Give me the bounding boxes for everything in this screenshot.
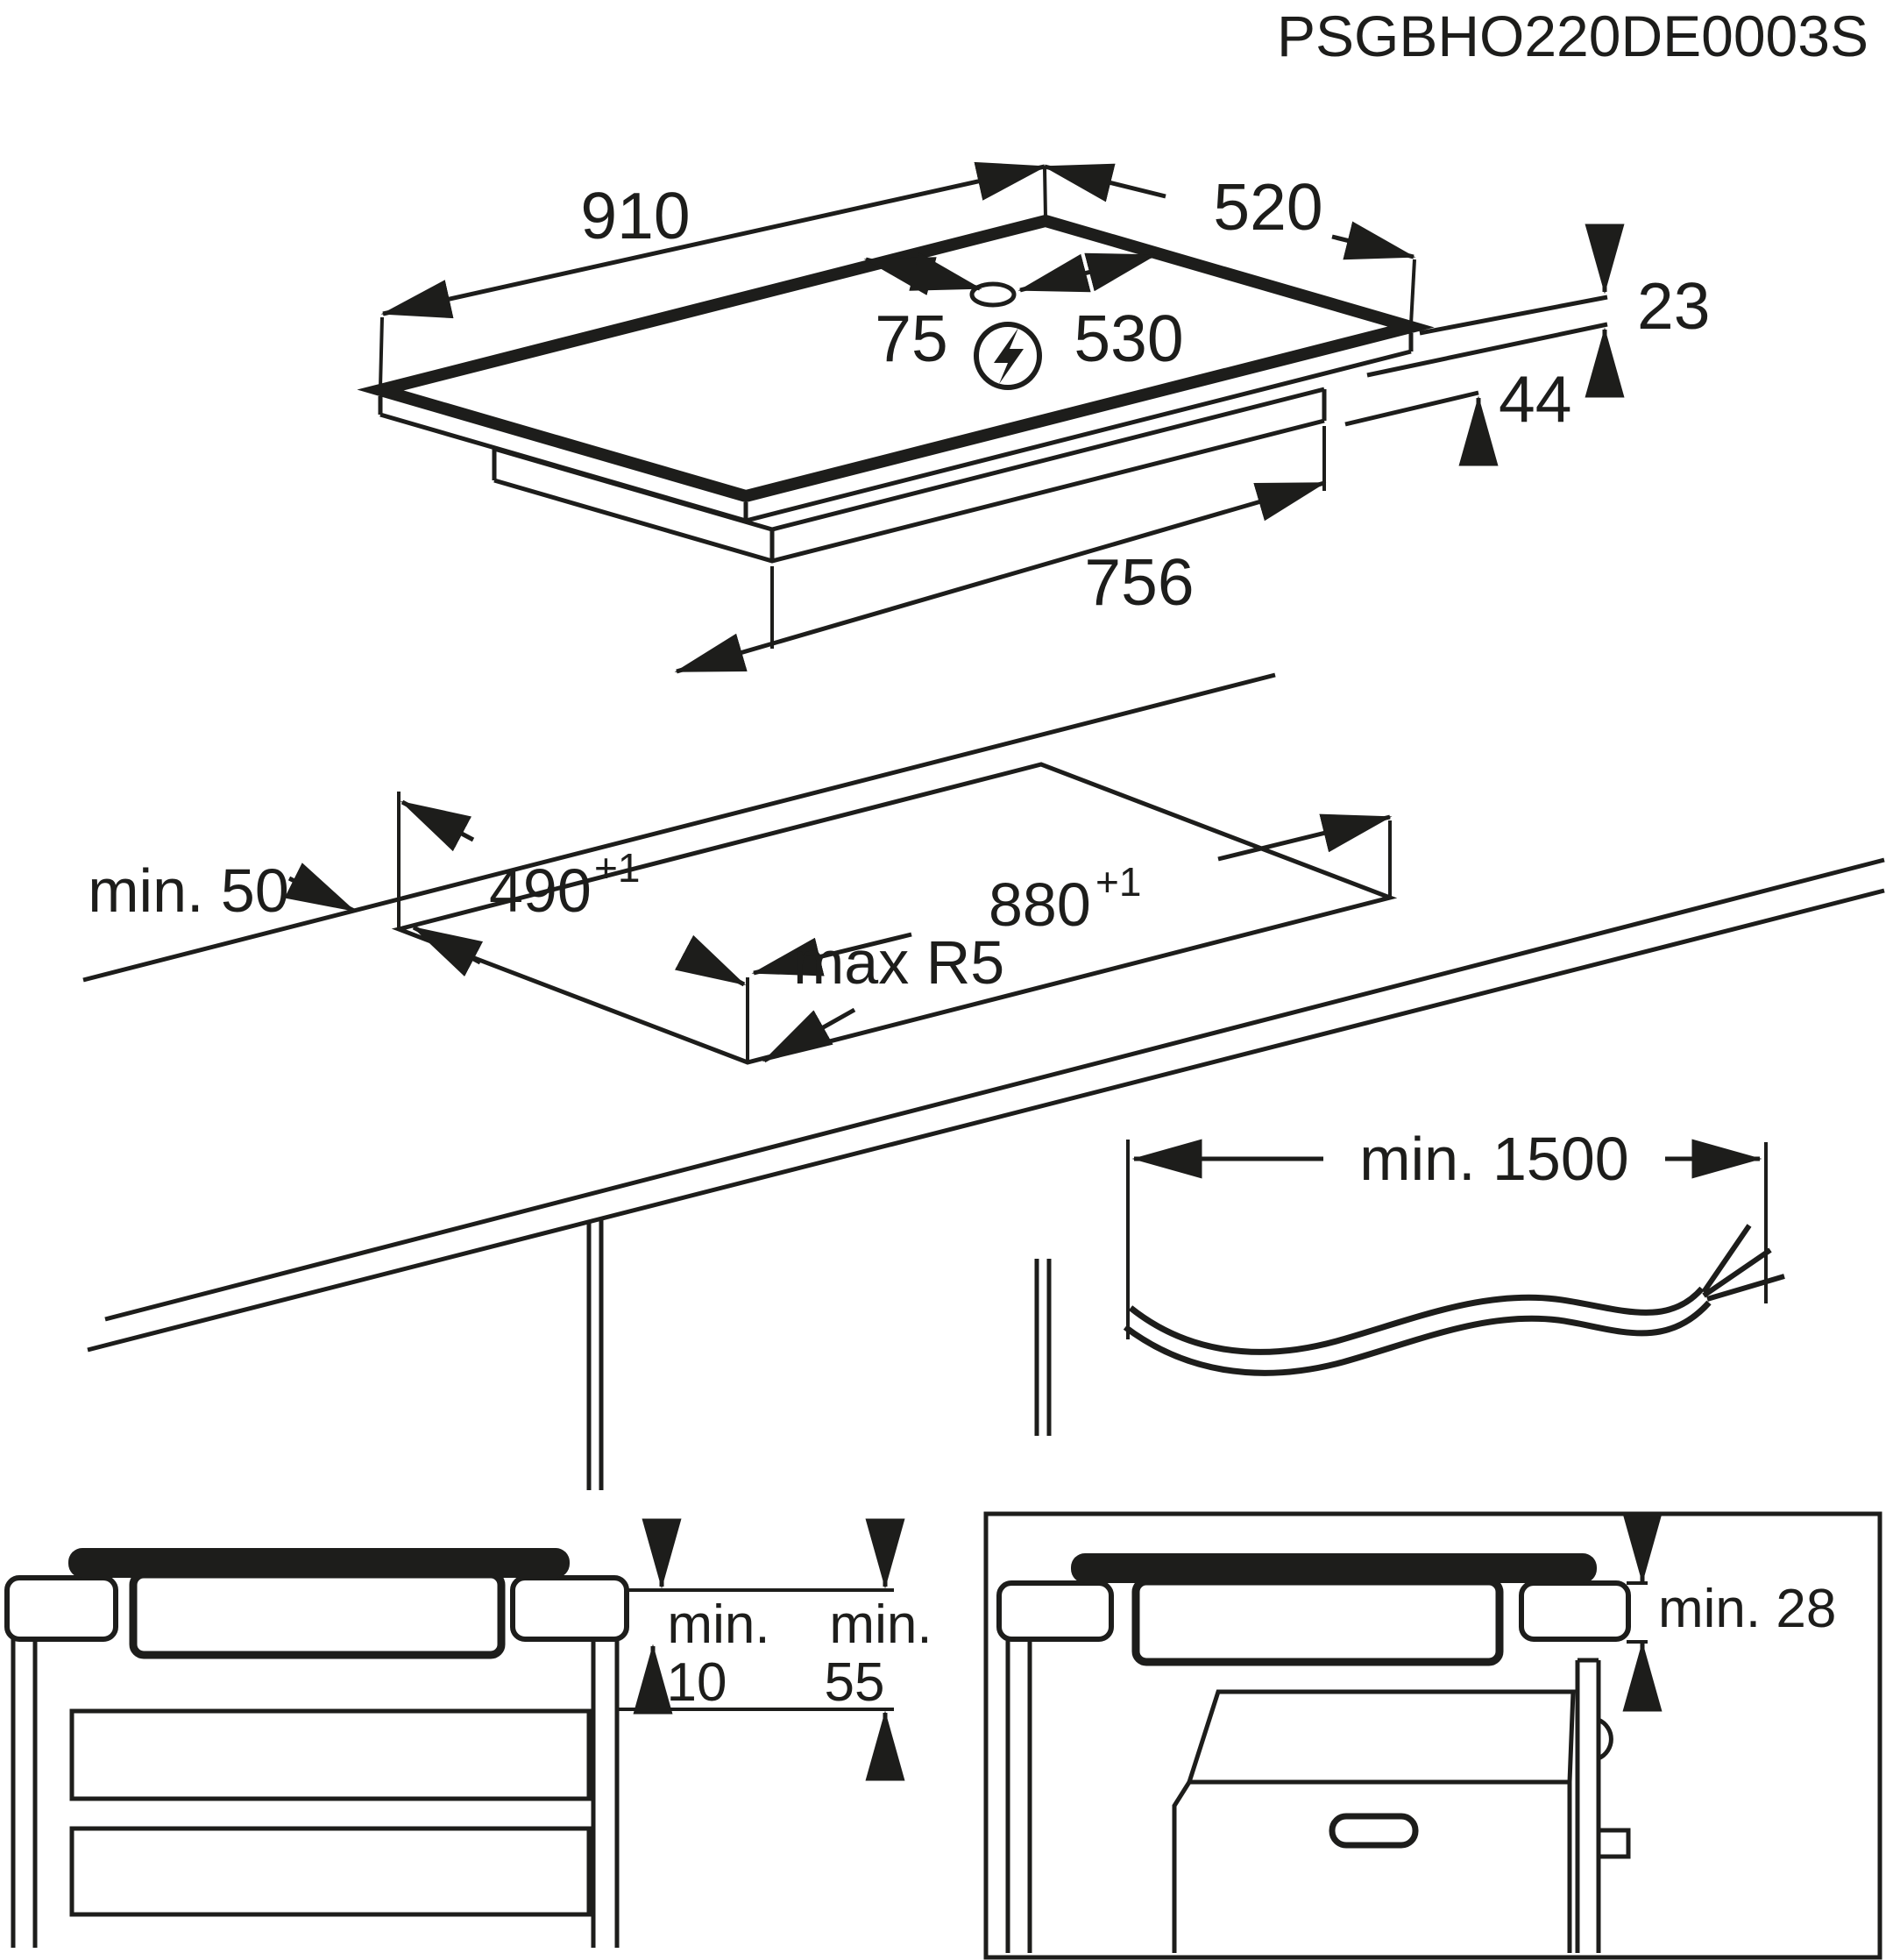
- hob-glass-section-oven: [1071, 1553, 1597, 1583]
- dim-23-label: 23: [1637, 269, 1710, 343]
- oven-top-face: [1186, 1689, 1576, 1785]
- cutout-opening: [391, 762, 1398, 1065]
- view-frame: [983, 1511, 1882, 1960]
- dim-880-line-b: [1217, 813, 1393, 862]
- worktop-front-bottom-edge: [87, 888, 1885, 1353]
- dim-490-line-b: [674, 934, 747, 987]
- cable-dim-extension-lines: [1126, 1140, 1768, 1339]
- dim-910-line: [380, 161, 1047, 319]
- dim-55-min-label: min.: [829, 1594, 932, 1655]
- cable-top-contour: [1128, 1286, 1705, 1355]
- panel-knob: [1596, 1828, 1631, 1859]
- dim-520-extension-line: [1409, 259, 1416, 325]
- dim-880-label: 880: [989, 870, 1091, 939]
- oven-front-face: [1172, 1780, 1572, 1953]
- worktop-section-right-oven: [1519, 1580, 1631, 1642]
- dim-55-label: 55: [825, 1652, 885, 1713]
- cabinet-side-walls: [11, 1639, 620, 1948]
- hob-glass-section: [68, 1548, 570, 1578]
- casing-bottom-reference-line: [1344, 390, 1479, 427]
- electrical-connection-icon: [974, 322, 1042, 390]
- dim-490-extension-lines: [397, 792, 749, 1061]
- hob-casing-section-oven: [1131, 1577, 1504, 1666]
- dim-min50-label: min. 50: [88, 856, 289, 925]
- drawing-title: PSGBHO220DE0003S: [1277, 4, 1868, 68]
- dim-44-label: 44: [1499, 362, 1571, 436]
- worktop-back-leg: [1034, 1259, 1052, 1436]
- dim-520-label: 520: [1213, 170, 1322, 244]
- dim-910-label: 910: [580, 179, 690, 252]
- corner-radius-label: max R5: [793, 928, 1004, 997]
- dim-28-label: min. 28: [1658, 1579, 1836, 1639]
- worktop-top-reference-line: [1366, 322, 1608, 378]
- dim-756-line: [674, 480, 1327, 674]
- cable-length-label: min. 1500: [1359, 1125, 1628, 1193]
- dim-880-line-a: [751, 932, 912, 976]
- worktop-cutout-view: min. 50 490 +1 880 +1 max R5: [82, 672, 1885, 1490]
- dim-520-line-a: [1042, 163, 1166, 202]
- dim-530-label: 530: [1074, 302, 1183, 375]
- dim-490-label: 490: [489, 856, 592, 925]
- worktop-section-left-oven: [996, 1580, 1114, 1642]
- worktop-front-top-edge: [104, 857, 1885, 1322]
- dim-880-tolerance: +1: [1095, 859, 1141, 905]
- cable-wire-ends: [1701, 1224, 1785, 1302]
- panel-hinge-bump: [1597, 1717, 1613, 1761]
- worktop-section-left: [4, 1575, 118, 1642]
- cable-bottom-contour: [1123, 1300, 1712, 1376]
- worktop-front-leg: [586, 1220, 604, 1490]
- dim-10-label: 10: [667, 1652, 727, 1713]
- worktop-back-edge: [82, 672, 1276, 983]
- cabinet-side-view: min. min. 10 55: [4, 1518, 932, 1948]
- dim-75-line: [863, 252, 982, 295]
- dim-490-line-a: [400, 799, 475, 852]
- mains-cable-diagram: min. 1500: [1123, 1125, 1785, 1376]
- hob-casing-section: [129, 1570, 506, 1659]
- oven-installation-view: min. 28: [983, 1511, 1882, 1960]
- corner-radius-arrow: [762, 1007, 856, 1063]
- glass-top-reference-line: [1419, 295, 1608, 336]
- dim-756-label: 756: [1084, 545, 1194, 619]
- hob-isometric-view: 23 44 910 520 75 530 756: [357, 161, 1710, 674]
- dim-530-line: [1017, 252, 1158, 293]
- drawer-lower: [69, 1826, 592, 1917]
- dim-520-line-b: [1331, 221, 1416, 260]
- cabinet-right-panel: [1575, 1658, 1601, 1953]
- worktop-section-right: [510, 1575, 629, 1642]
- dim-75-label: 75: [875, 302, 947, 375]
- drawer-upper: [69, 1708, 592, 1801]
- dim-min50-arrow-a: [284, 863, 357, 913]
- cabinet-left-wall-oven: [1005, 1639, 1032, 1953]
- oven-handle: [1329, 1813, 1419, 1849]
- dim-min50-arrow-b: [411, 925, 484, 977]
- dim-10-min-label: min.: [667, 1594, 769, 1655]
- dim-490-tolerance: +1: [594, 845, 640, 891]
